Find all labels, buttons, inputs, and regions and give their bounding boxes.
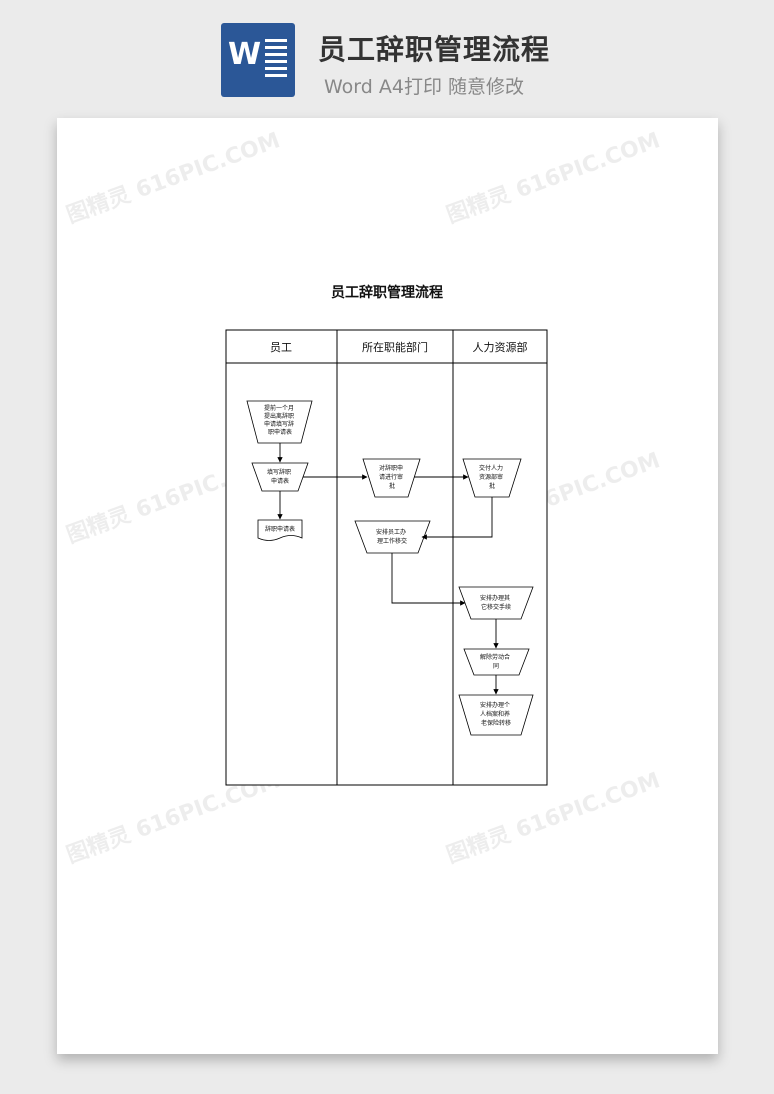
node-work-handover — [354, 520, 431, 554]
node-other-handover — [458, 586, 534, 620]
node-terminate-contract — [463, 648, 530, 676]
node-hr-approval — [462, 458, 522, 498]
node-resignation-form — [257, 519, 303, 541]
node-archive-transfer-text: 安排办理个 人档案和养 老保险转移 — [480, 701, 512, 727]
node-dept-approval-text: 对辞职申 请进行审 批 — [379, 464, 405, 490]
node-hr-approval-text: 交付人力 资源部审 批 — [479, 464, 505, 490]
lane-label-department: 所在职能部门 — [362, 340, 428, 354]
word-icon: W — [221, 23, 295, 97]
node-advance-notice-text: 提前一个月 提出离辞职 申请填写辞 职申请表 — [264, 404, 296, 436]
node-terminate-contract-text: 解除劳动合 同 — [480, 653, 512, 670]
lane-label-hr: 人力资源部 — [473, 340, 528, 354]
banner-title: 员工辞职管理流程 — [318, 33, 551, 66]
node-archive-transfer — [458, 694, 534, 736]
banner-subtitle: Word A4打印 随意修改 — [324, 76, 525, 98]
top-banner: W 员工辞职管理流程 Word A4打印 随意修改 — [0, 0, 774, 115]
document-title: 员工辞职管理流程 — [331, 285, 443, 301]
node-resignation-form-text: 辞职申请表 — [265, 525, 295, 533]
node-dept-approval — [362, 458, 421, 498]
connectors — [277, 443, 499, 695]
arrow-n6-n7 — [391, 553, 466, 606]
word-logo-lines — [265, 39, 287, 81]
node-advance-notice — [246, 400, 313, 444]
node-fill-form — [251, 462, 309, 492]
lane-label-employee: 员工 — [270, 341, 292, 354]
word-logo-letter: W — [228, 37, 262, 72]
node-fill-form-text: 填写辞职 申请表 — [267, 468, 293, 485]
node-work-handover-text: 安排员工办 理工作移交 — [376, 528, 408, 545]
arrow-n5-n6 — [421, 497, 493, 540]
node-other-handover-text: 安排办理其 它移交手续 — [480, 594, 512, 611]
